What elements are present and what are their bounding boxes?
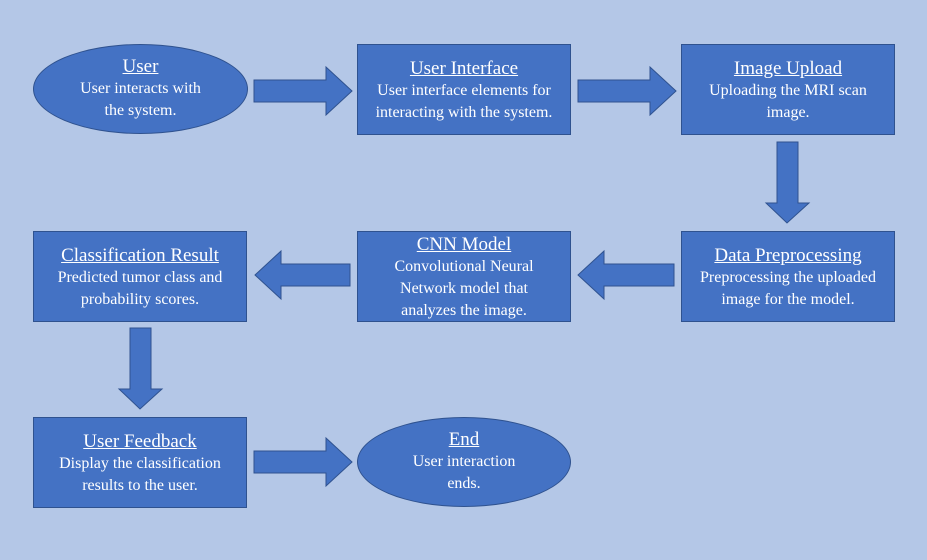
node-image-upload: Image Upload Uploading the MRI scan imag… [681, 44, 895, 135]
node-cnn-model-desc-line2: Network model that [400, 280, 528, 297]
arrow-user-to-ui [253, 65, 353, 117]
arrow-feedback-to-end [253, 436, 353, 488]
arrow-cnn-to-result [254, 249, 351, 301]
node-user-interface-title: User Interface [409, 58, 519, 79]
node-user-feedback: User Feedback Display the classification… [33, 417, 247, 508]
node-user-feedback-desc-line2: results to the user. [82, 477, 198, 494]
arrow-preprocess-to-cnn [577, 249, 675, 301]
arrow-upload-to-preprocess [764, 141, 811, 224]
arrow-result-to-feedback [117, 327, 164, 410]
node-data-preprocessing: Data Preprocessing Preprocessing the upl… [681, 231, 895, 322]
node-user-title: User [122, 56, 159, 77]
node-image-upload-desc-line1: Uploading the MRI scan [709, 82, 867, 99]
node-user: User User interacts with the system. [33, 44, 248, 134]
node-classification-result-desc-line2: probability scores. [80, 291, 200, 308]
node-cnn-model: CNN Model Convolutional Neural Network m… [357, 231, 571, 322]
node-cnn-model-desc-line3: analyzes the image. [401, 302, 527, 319]
node-image-upload-title: Image Upload [733, 58, 843, 79]
arrow-ui-to-upload [577, 65, 677, 117]
node-user-interface-desc-line1: User interface elements for [377, 82, 551, 99]
node-cnn-model-title: CNN Model [416, 234, 512, 255]
node-end: End User interaction ends. [357, 417, 571, 507]
node-image-upload-desc-line2: image. [766, 104, 810, 121]
node-data-preprocessing-desc-line2: image for the model. [721, 291, 855, 308]
node-classification-result-desc-line1: Predicted tumor class and [57, 269, 223, 286]
node-classification-result-title: Classification Result [61, 245, 219, 266]
node-end-title: End [448, 429, 480, 450]
node-user-desc-line2: the system. [104, 102, 177, 119]
node-classification-result: Classification Result Predicted tumor cl… [33, 231, 247, 322]
node-cnn-model-desc-line1: Convolutional Neural [394, 258, 534, 275]
node-user-desc-line1: User interacts with [80, 80, 201, 97]
node-end-desc-line1: User interaction [412, 453, 516, 470]
node-data-preprocessing-title: Data Preprocessing [714, 245, 862, 266]
node-data-preprocessing-desc-line1: Preprocessing the uploaded [700, 269, 876, 286]
node-end-desc-line2: ends. [447, 475, 481, 492]
node-user-feedback-title: User Feedback [83, 431, 197, 452]
node-user-interface-desc-line2: interacting with the system. [375, 104, 553, 121]
node-user-interface: User Interface User interface elements f… [357, 44, 571, 135]
node-user-feedback-desc-line1: Display the classification [59, 455, 221, 472]
